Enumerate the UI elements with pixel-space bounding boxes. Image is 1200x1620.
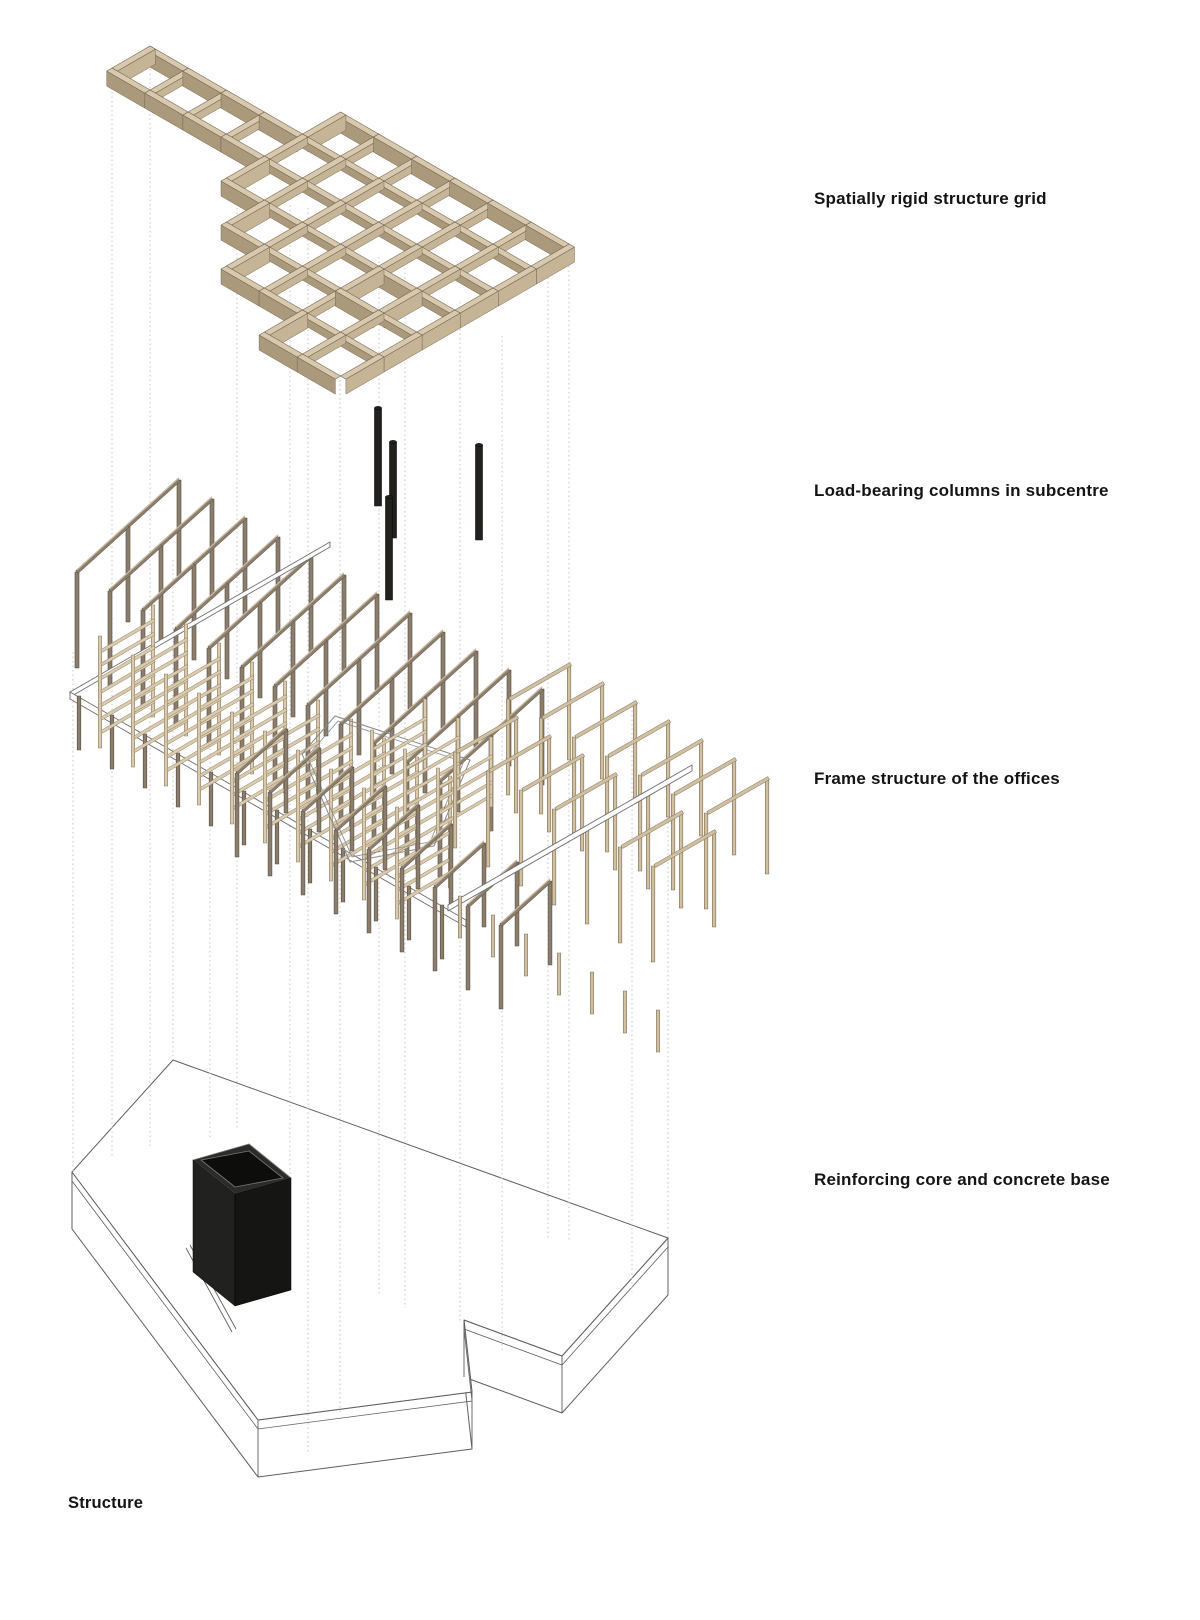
figure-caption: Structure <box>68 1494 144 1512</box>
label-load-bearing-columns: Load-bearing columns in subcentre <box>814 481 1109 500</box>
rigid-structure-grid <box>106 45 575 395</box>
label-frame-structure: Frame structure of the offices <box>814 769 1060 788</box>
label-core-base: Reinforcing core and concrete base <box>814 1170 1110 1189</box>
label-spatial-grid: Spatially rigid structure grid <box>814 189 1047 208</box>
concrete-base <box>71 1059 669 1478</box>
office-frame-structure <box>69 477 770 1053</box>
load-bearing-columns <box>374 406 483 601</box>
reinforcing-core <box>192 1143 292 1307</box>
